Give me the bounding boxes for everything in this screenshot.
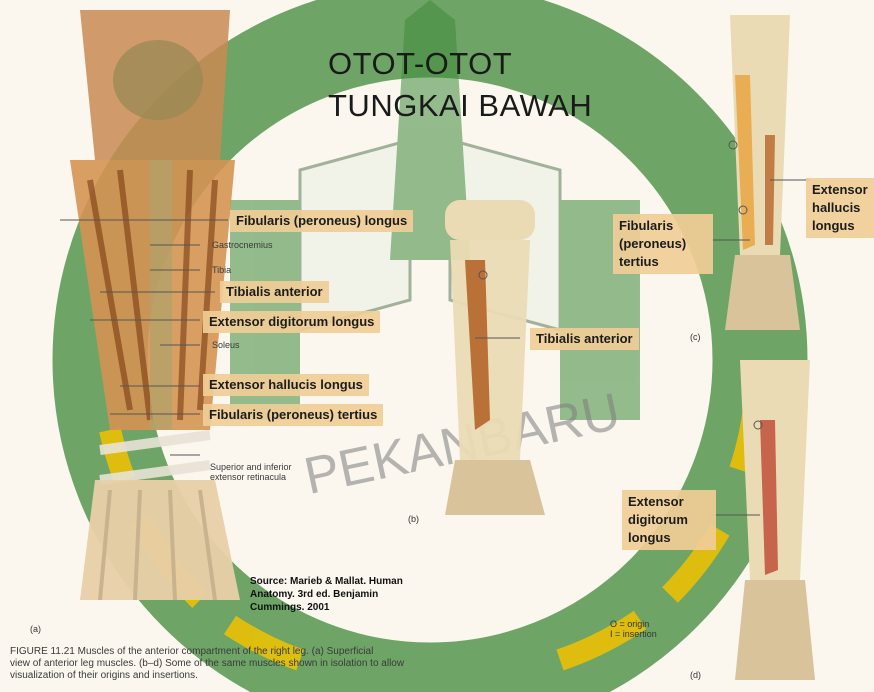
label-fibularis-tertius-a: Fibularis (peroneus) tertius bbox=[203, 404, 383, 426]
source-citation: Source: Marieb & Mallat. Human Anatomy. … bbox=[250, 575, 403, 614]
label-extensor-digitorum-longus-a: Extensor digitorum longus bbox=[203, 311, 380, 333]
label-soleus: Soleus bbox=[212, 340, 240, 350]
panel-tag-c: (c) bbox=[690, 332, 701, 342]
legend-origin: O = origin bbox=[610, 619, 649, 629]
label-extensor-hallucis-longus-c: Extensor hallucis longus bbox=[806, 178, 874, 238]
label-retinacula: Superior and inferior extensor retinacul… bbox=[210, 462, 292, 482]
label-tibia: Tibia bbox=[212, 265, 231, 275]
label-fibularis-tertius-c: Fibularis (peroneus) tertius bbox=[613, 214, 713, 274]
panel-tag-a: (a) bbox=[30, 624, 41, 634]
label-gastrocnemius: Gastrocnemius bbox=[212, 240, 273, 250]
panel-tag-b: (b) bbox=[408, 514, 419, 524]
panel-tag-d: (d) bbox=[690, 670, 701, 680]
label-extensor-hallucis-longus-a: Extensor hallucis longus bbox=[203, 374, 369, 396]
label-tibialis-anterior-a: Tibialis anterior bbox=[220, 281, 329, 303]
label-tibialis-anterior-b: Tibialis anterior bbox=[530, 328, 639, 350]
legend-insertion: I = insertion bbox=[610, 629, 657, 639]
figure-caption: FIGURE 11.21 Muscles of the anterior com… bbox=[10, 646, 570, 682]
label-extensor-digitorum-longus-d: Extensor digitorum longus bbox=[622, 490, 716, 550]
label-fibularis-longus: Fibularis (peroneus) longus bbox=[230, 210, 413, 232]
